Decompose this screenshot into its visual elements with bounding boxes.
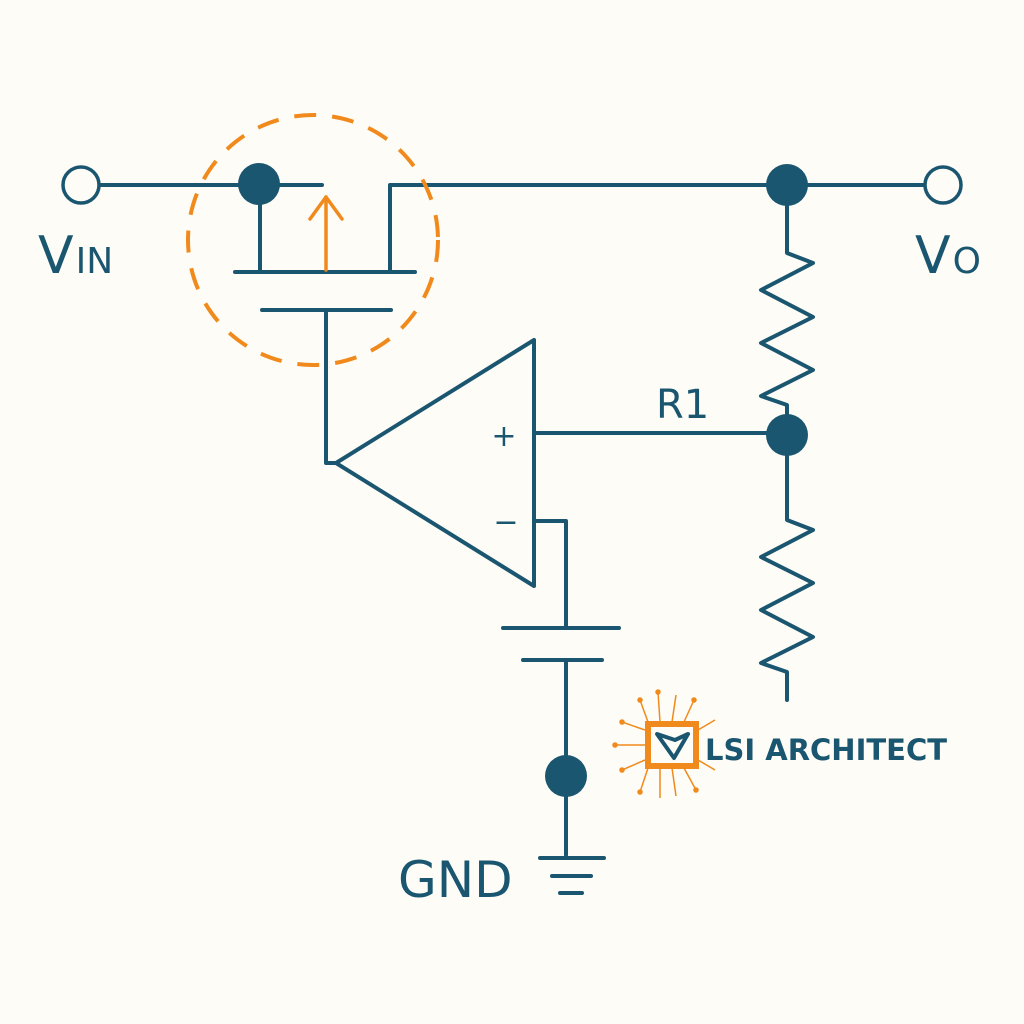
- logo-text: LSI ARCHITECT: [705, 733, 947, 767]
- transistor-highlight: [186, 113, 440, 367]
- node-gnd: [545, 755, 587, 797]
- wire-gate: [324, 308, 338, 465]
- wire-drain-vout: [388, 183, 927, 274]
- vout-label: VO: [915, 226, 981, 286]
- ground-icon: [538, 856, 606, 895]
- logo-chip-frame: [645, 721, 699, 769]
- wire-reference: [532, 519, 568, 630]
- resistor-r2: [759, 431, 815, 702]
- opamp-minus: −: [493, 505, 518, 540]
- opamp-plus: +: [491, 419, 516, 454]
- vin-label: VIN: [38, 226, 113, 286]
- node-vin: [238, 163, 280, 205]
- chip-circuit-icon: [612, 689, 716, 798]
- opamp: [334, 338, 536, 588]
- node-feedback: [766, 414, 808, 456]
- gnd-label: GND: [398, 851, 513, 909]
- vin-terminal[interactable]: [61, 165, 101, 205]
- resistor-r1: [759, 183, 815, 435]
- vout-terminal[interactable]: [923, 165, 963, 205]
- node-vout: [766, 164, 808, 206]
- r1-label: R1: [656, 382, 709, 428]
- logo-v-mark-icon: [655, 732, 690, 760]
- logo: LSI ARCHITECT: [612, 689, 947, 798]
- current-arrow-icon: [308, 195, 344, 272]
